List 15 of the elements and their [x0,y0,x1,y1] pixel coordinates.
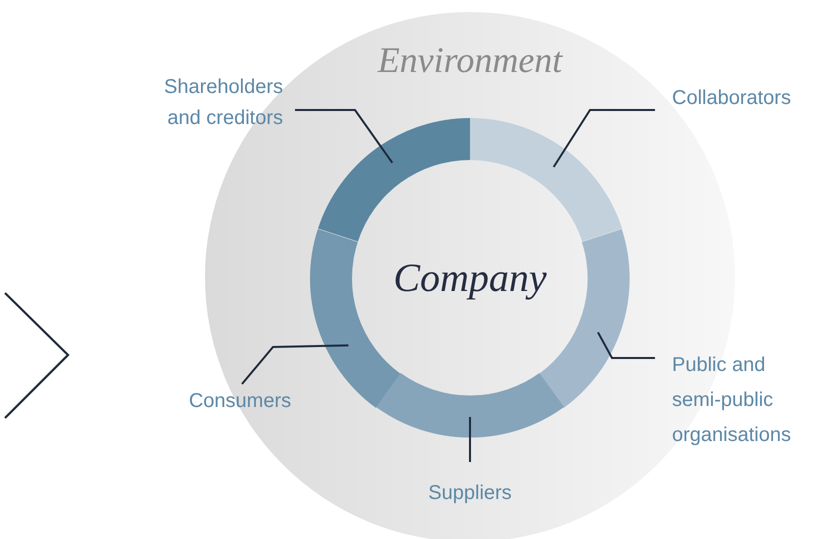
stakeholder-label: Consumers [170,384,310,419]
leader-line [295,109,394,164]
stakeholder-label: Suppliers [410,462,530,511]
leader-line [469,417,471,462]
ring-segment [318,118,470,242]
stakeholder-label: Shareholders and creditors [143,72,295,134]
leader-line [597,332,655,359]
circle-title: Environment [376,39,564,82]
center-title: Company [360,250,580,306]
leader-line [552,109,655,168]
ring-segment [470,118,622,242]
stakeholder-label: Collaborators [655,81,825,116]
ring-segment [376,373,564,438]
stakeholder-label: Public and semi-public organisations [655,348,810,453]
leader-line [241,344,348,385]
